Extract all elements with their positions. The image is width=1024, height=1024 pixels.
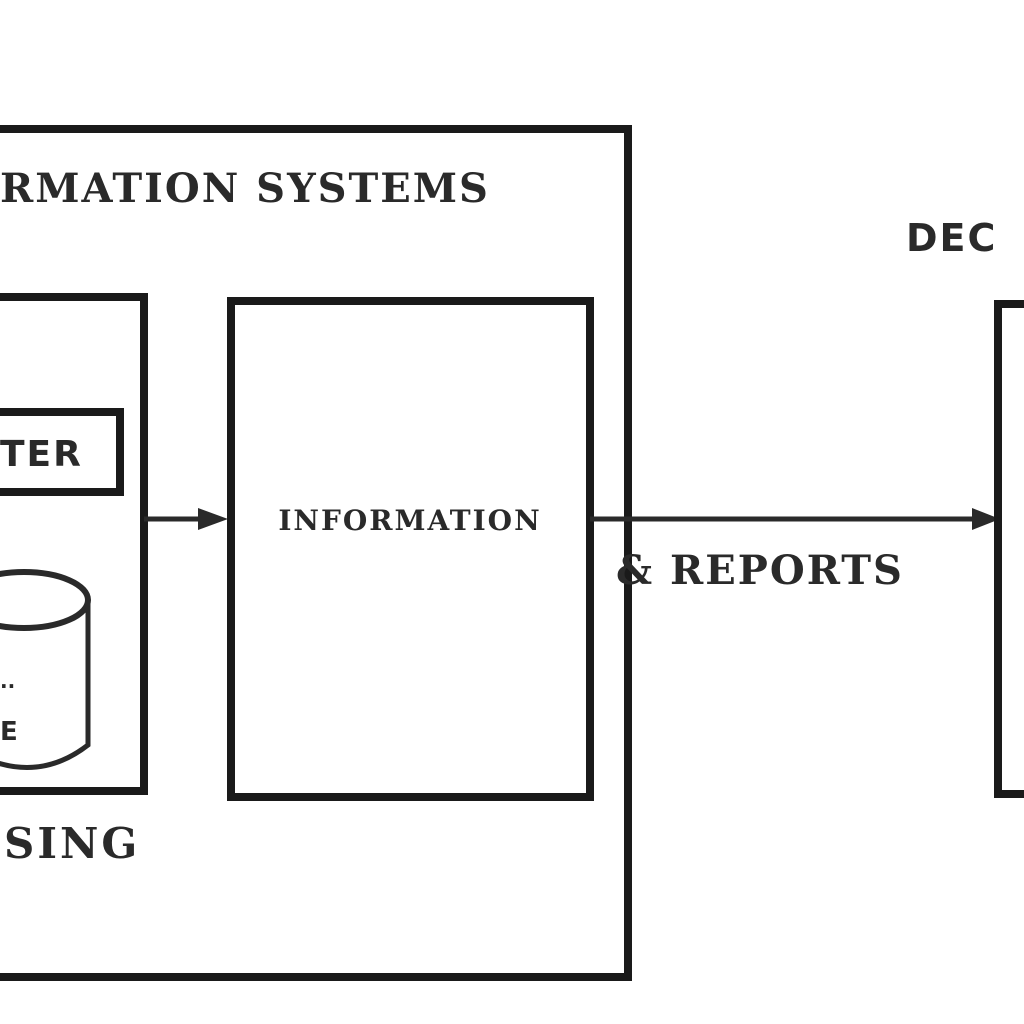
database-label-2: E [0, 717, 18, 747]
processing-box [0, 293, 148, 795]
information-label: INFORMATION [278, 504, 541, 537]
database-cylinder-icon [0, 569, 91, 770]
arrow-right-icon [972, 508, 1000, 530]
information-systems-title: RMATION SYSTEMS [0, 165, 490, 212]
reports-label: & REPORTS [616, 547, 904, 594]
information-box [227, 297, 594, 801]
database-label-1: .. [0, 669, 15, 693]
computer-box [0, 408, 124, 496]
decision-label: DEC [906, 216, 997, 260]
decision-box [994, 300, 1024, 798]
computer-label: TER [0, 434, 83, 475]
processing-label: SING [4, 819, 140, 868]
arrow-right-icon [198, 508, 228, 530]
